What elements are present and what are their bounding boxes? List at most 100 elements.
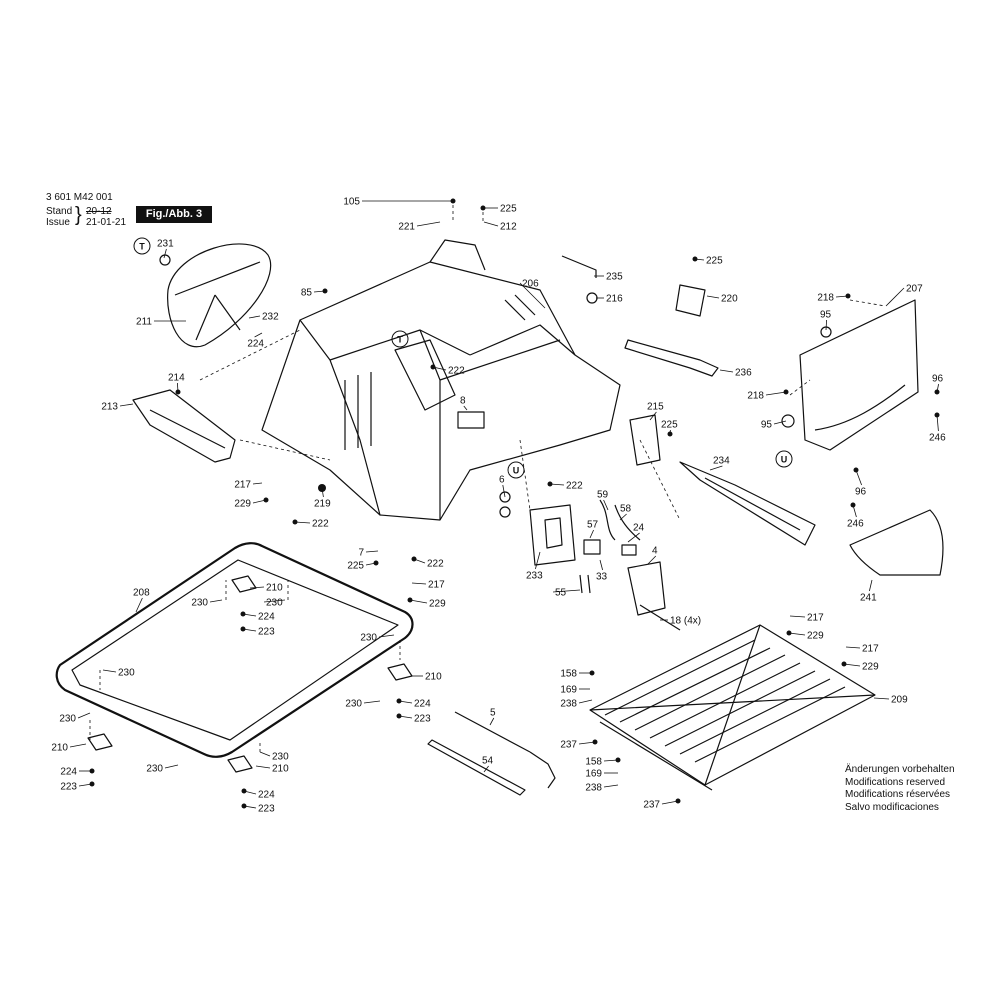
- callout-229: 229: [409, 599, 446, 610]
- callout-leader: [254, 332, 263, 338]
- callout-217: 217: [234, 480, 263, 491]
- callout-217: 217: [411, 580, 445, 591]
- callout-label: 158: [585, 757, 602, 768]
- callout-label: 96: [932, 374, 944, 385]
- callout-leader: [589, 529, 594, 539]
- callout-label: 8: [460, 396, 466, 407]
- callout-leader: [378, 634, 395, 638]
- callout-7: 7: [358, 548, 379, 559]
- callout-leader: [209, 599, 223, 603]
- callout-leader: [409, 599, 428, 604]
- callout-label: 216: [606, 294, 623, 305]
- callout-leader: [578, 699, 593, 704]
- callout-leader: [694, 258, 705, 261]
- callout-leader: [432, 366, 447, 371]
- hardware-drawing: [89, 198, 940, 809]
- callout-leader: [102, 669, 117, 673]
- callout-leader: [463, 405, 468, 411]
- callout-223: 223: [398, 714, 431, 725]
- callout-leader: [365, 562, 377, 566]
- callout-57: 57: [587, 520, 599, 539]
- callout-225: 225: [694, 256, 723, 267]
- callout-59: 59: [597, 490, 609, 511]
- callout-label: 230: [191, 598, 208, 609]
- callout-105: 105: [343, 197, 453, 208]
- callout-leader: [398, 700, 413, 704]
- callout-230: 230: [102, 668, 135, 679]
- callout-222: 222: [549, 481, 583, 492]
- callout-label: 218: [747, 391, 764, 402]
- callout-169: 169: [585, 769, 618, 780]
- callout-label: 95: [761, 420, 773, 431]
- callout-label: 238: [585, 783, 602, 794]
- callout-label: 225: [661, 420, 678, 431]
- callout-label: 246: [847, 519, 864, 530]
- callout-leader: [483, 765, 489, 773]
- callout-leader: [294, 521, 311, 524]
- callout-219: 219: [314, 487, 331, 510]
- callout-label: 18 (4x): [670, 616, 701, 627]
- callout-label: 222: [566, 481, 583, 492]
- callout-label: 59: [597, 490, 609, 501]
- stand-label: Stand: [46, 206, 73, 217]
- callout-208: 208: [133, 588, 150, 613]
- notice-es: Salvo modificaciones: [845, 801, 939, 813]
- callout-label: 230: [118, 668, 135, 679]
- callout-leader: [243, 790, 257, 795]
- callout-label: 57: [587, 520, 599, 531]
- callout-label: 225: [500, 204, 517, 215]
- callout-label: 236: [735, 368, 752, 379]
- callout-label: 222: [427, 559, 444, 570]
- callout-leader: [242, 628, 257, 632]
- callout-224: 224: [398, 699, 431, 710]
- callout-label: 211: [136, 317, 152, 328]
- callout-leader: [843, 663, 861, 667]
- callout-label: 169: [560, 685, 577, 696]
- callout-leader: [873, 697, 890, 700]
- callout-label: 210: [51, 743, 68, 754]
- blade-guard-drawing: [159, 243, 272, 348]
- callout-label: 96: [855, 487, 867, 498]
- callout-231: 231: [157, 239, 174, 259]
- callout-leader: [489, 717, 495, 726]
- callout-222: 222: [432, 366, 465, 377]
- callout-leader: [263, 599, 286, 603]
- t-marker-housing: T: [391, 330, 409, 348]
- callout-225: 225: [483, 204, 517, 215]
- callout-leader: [603, 784, 619, 788]
- callout-218: 218: [747, 391, 787, 402]
- callout-leader: [845, 646, 861, 649]
- callout-label: 233: [526, 571, 543, 582]
- notice-de: Änderungen vorbehalten: [845, 764, 955, 775]
- modifications-notice: Änderungen vorbehalten Modifications res…: [845, 764, 955, 814]
- callout-212: 212: [483, 222, 517, 233]
- callout-label: 232: [262, 312, 279, 323]
- callout-210: 210: [255, 764, 289, 775]
- callout-85: 85: [301, 288, 326, 299]
- callout-leader: [603, 759, 619, 762]
- callout-leader: [163, 248, 167, 259]
- switch-parts-drawing: [499, 414, 681, 631]
- callout-leader: [852, 504, 857, 518]
- callout-229: 229: [234, 499, 267, 510]
- callout-224: 224: [60, 767, 92, 778]
- callout-leader: [249, 586, 265, 589]
- callout-leader: [773, 420, 787, 425]
- callout-230: 230: [345, 699, 381, 710]
- callout-label: 235: [606, 272, 623, 283]
- callout-label: 105: [343, 197, 360, 208]
- callout-label: 230: [266, 598, 283, 609]
- callout-label: 224: [258, 790, 275, 801]
- side-handle-drawing: [132, 389, 236, 463]
- callout-label: 229: [234, 499, 251, 510]
- callout-229: 229: [788, 631, 824, 642]
- callout-217: 217: [845, 644, 879, 655]
- callout-label: 217: [807, 613, 824, 624]
- callout-label: 231: [157, 239, 174, 250]
- callout-leader: [416, 221, 441, 227]
- callout-6: 6: [499, 475, 506, 498]
- t-marker-left: T: [133, 237, 151, 255]
- callout-label: 95: [820, 310, 832, 321]
- callout-95: 95: [761, 420, 787, 431]
